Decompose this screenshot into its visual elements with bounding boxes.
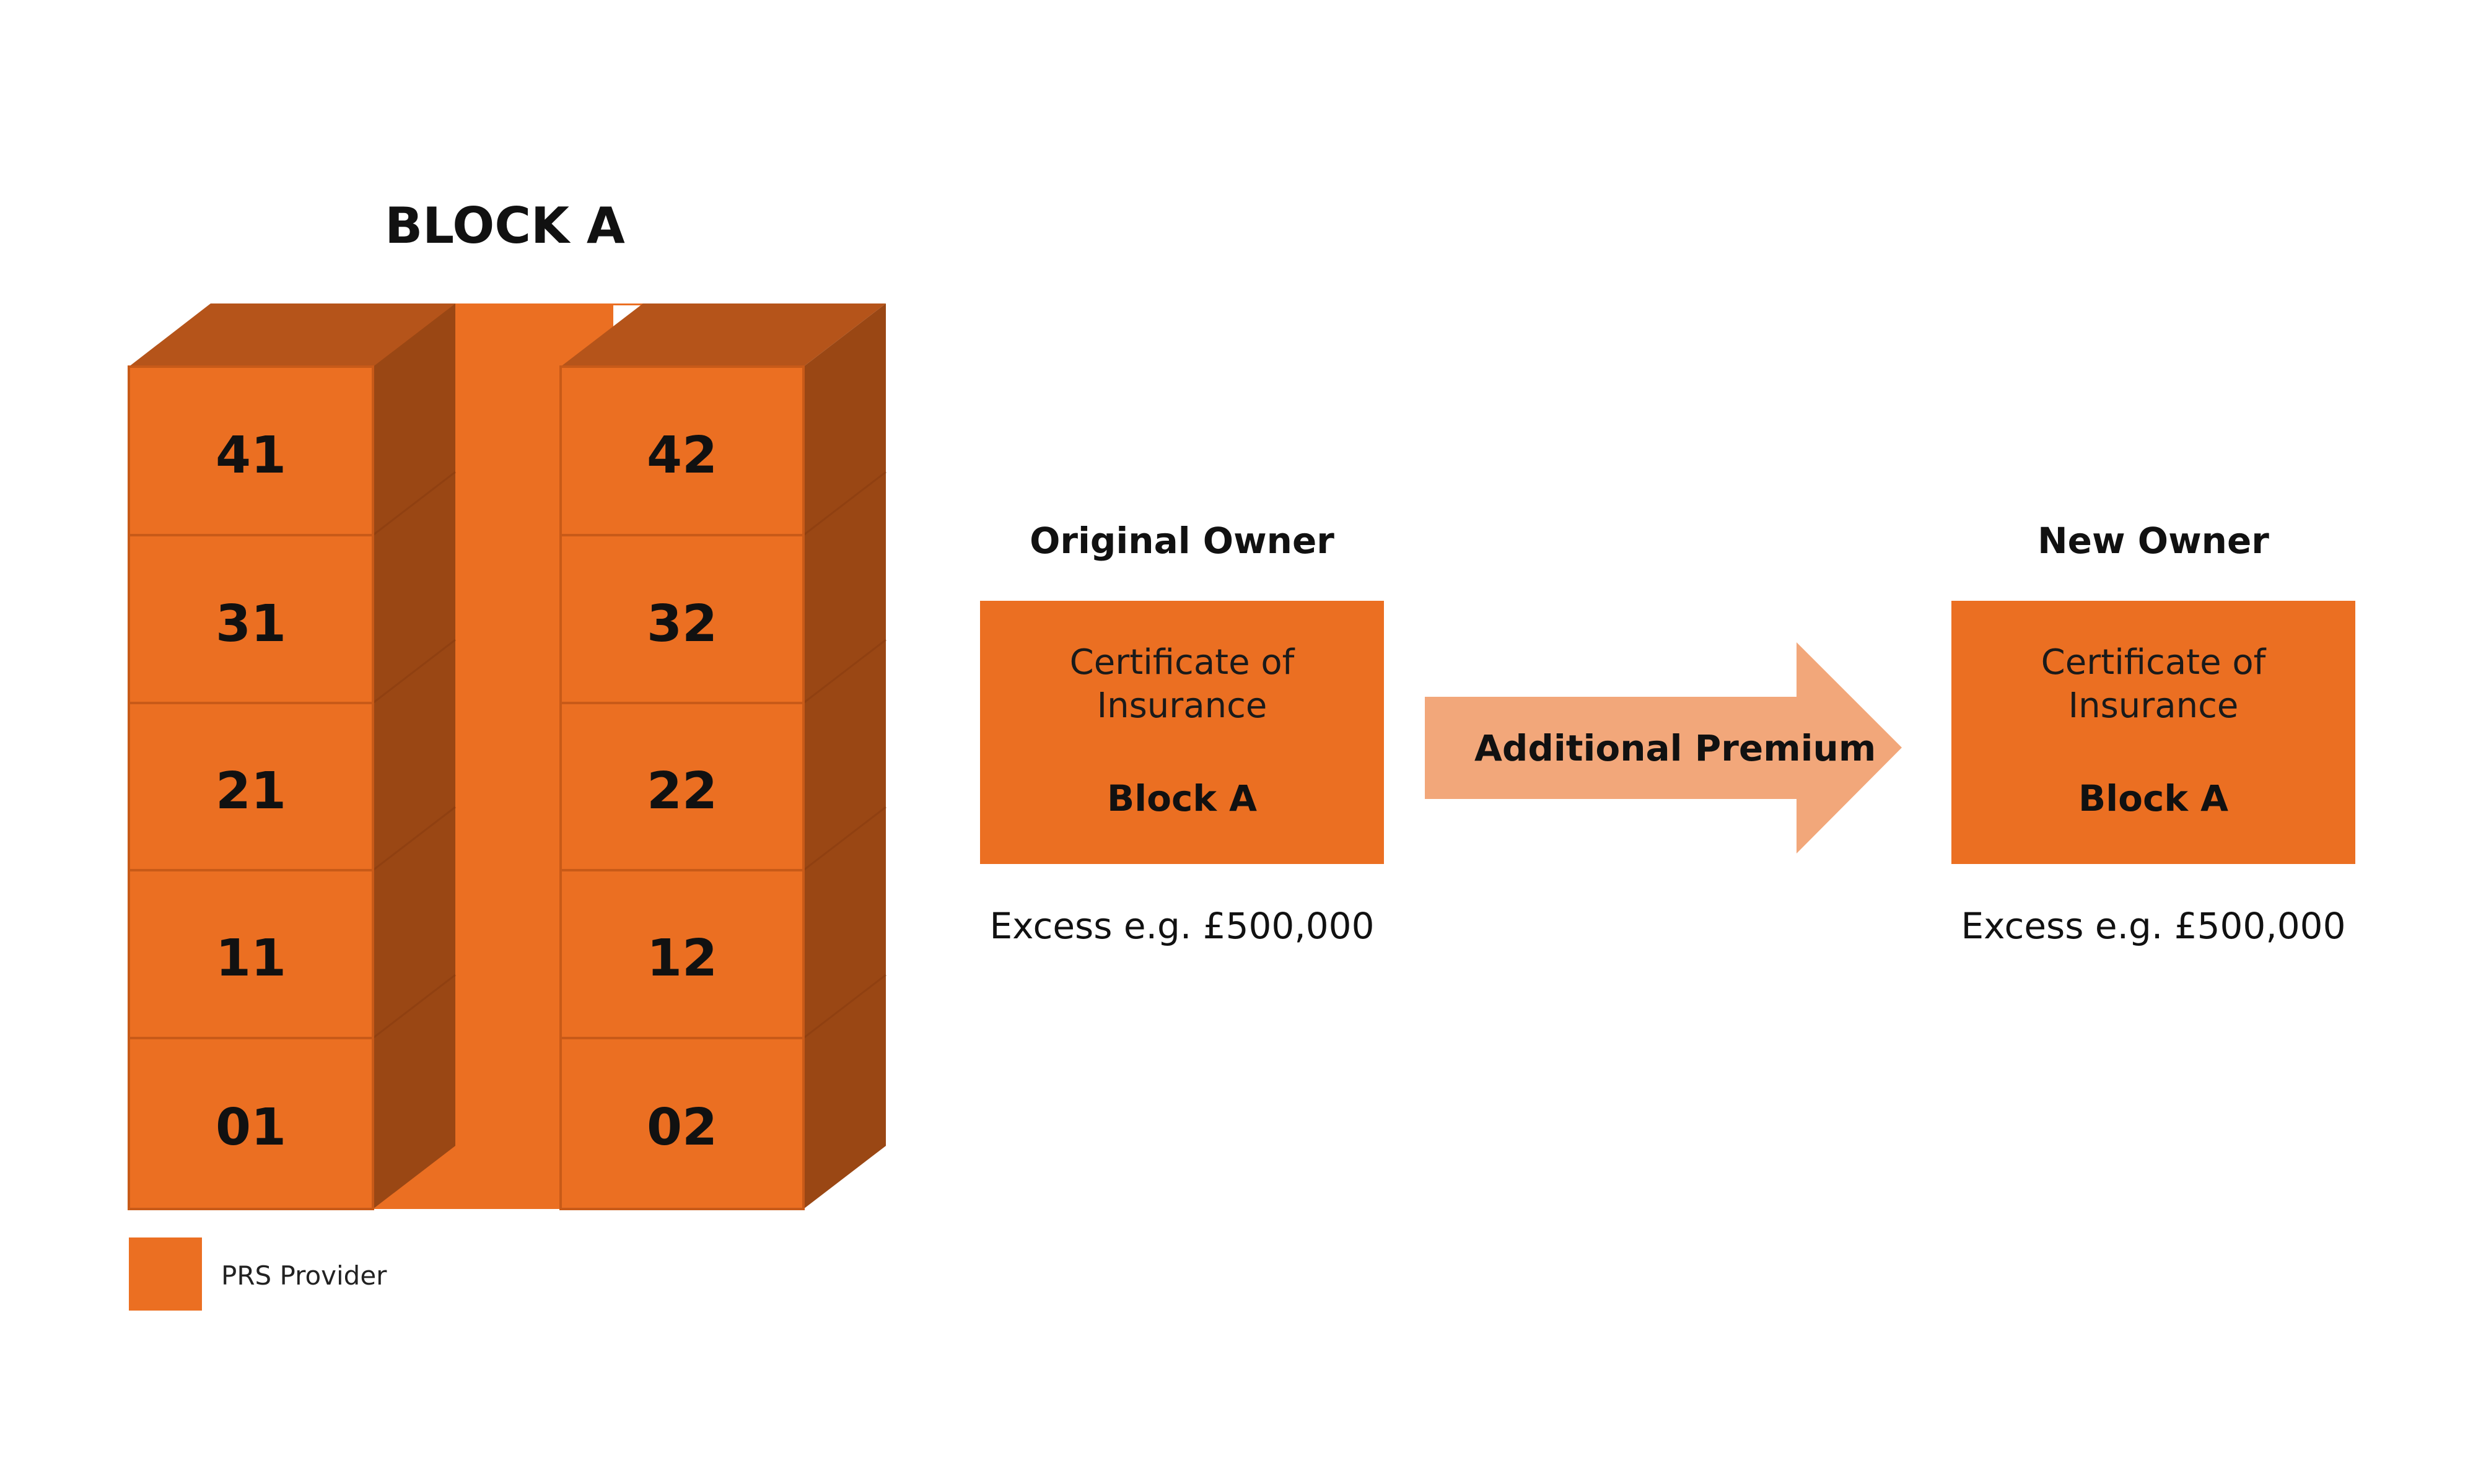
new-certificate-line2: Insurance bbox=[2068, 686, 2239, 726]
unit-42 bbox=[559, 365, 805, 536]
arrow-shape bbox=[1425, 642, 1902, 853]
right-column-side-face bbox=[803, 303, 886, 1209]
unit-label-02: 02 bbox=[647, 1098, 717, 1157]
unit-22 bbox=[559, 702, 805, 871]
left-column-units bbox=[128, 365, 374, 1210]
legend-label: PRS Provider bbox=[221, 1260, 387, 1291]
new-certificate-title: Certificate of Insurance bbox=[1951, 641, 2355, 728]
unit-11 bbox=[128, 869, 374, 1039]
original-certificate-line2: Insurance bbox=[1096, 686, 1267, 726]
unit-02 bbox=[559, 1037, 805, 1210]
new-certificate-block: Block A bbox=[2078, 777, 2228, 819]
new-owner-excess: Excess e.g. £500,000 bbox=[1961, 905, 2346, 947]
unit-label-41: 41 bbox=[216, 426, 286, 485]
left-column-side-face bbox=[373, 303, 455, 1209]
original-certificate-block: Block A bbox=[1107, 777, 1257, 819]
unit-label-42: 42 bbox=[647, 426, 717, 485]
unit-label-22: 22 bbox=[647, 762, 717, 821]
right-column-top-face bbox=[561, 303, 886, 367]
unit-32 bbox=[559, 534, 805, 704]
unit-label-01: 01 bbox=[216, 1098, 286, 1157]
right-column-units bbox=[559, 365, 805, 1210]
unit-41 bbox=[128, 365, 374, 536]
additional-premium-arrow bbox=[1425, 642, 1902, 853]
additional-premium-label: Additional Premium bbox=[1474, 727, 1876, 769]
new-owner-heading: New Owner bbox=[2037, 520, 2269, 562]
original-owner-excess: Excess e.g. £500,000 bbox=[989, 905, 1375, 947]
unit-label-21: 21 bbox=[216, 762, 286, 821]
original-owner-heading: Original Owner bbox=[1030, 520, 1334, 562]
side-floor-lines bbox=[372, 471, 886, 1039]
unit-label-31: 31 bbox=[216, 595, 286, 653]
original-certificate-line1: Certificate of bbox=[1069, 642, 1295, 683]
unit-12 bbox=[559, 869, 805, 1039]
unit-31 bbox=[128, 534, 374, 704]
original-certificate-title: Certificate of Insurance bbox=[980, 641, 1384, 728]
new-owner-certificate: Certificate of Insurance Block A bbox=[1951, 601, 2355, 864]
unit-01 bbox=[128, 1037, 374, 1210]
original-owner-certificate: Certificate of Insurance Block A bbox=[980, 601, 1384, 864]
unit-21 bbox=[128, 702, 374, 871]
legend-swatch bbox=[129, 1237, 202, 1311]
unit-labels: 41 31 21 11 01 42 32 22 12 02 bbox=[216, 426, 717, 1157]
unit-label-32: 32 bbox=[647, 595, 717, 653]
new-certificate-line1: Certificate of bbox=[2041, 642, 2266, 683]
unit-label-12: 12 bbox=[647, 929, 717, 988]
left-column-top-face bbox=[129, 303, 455, 367]
unit-label-11: 11 bbox=[216, 929, 286, 988]
block-title: BLOCK A bbox=[385, 197, 625, 255]
